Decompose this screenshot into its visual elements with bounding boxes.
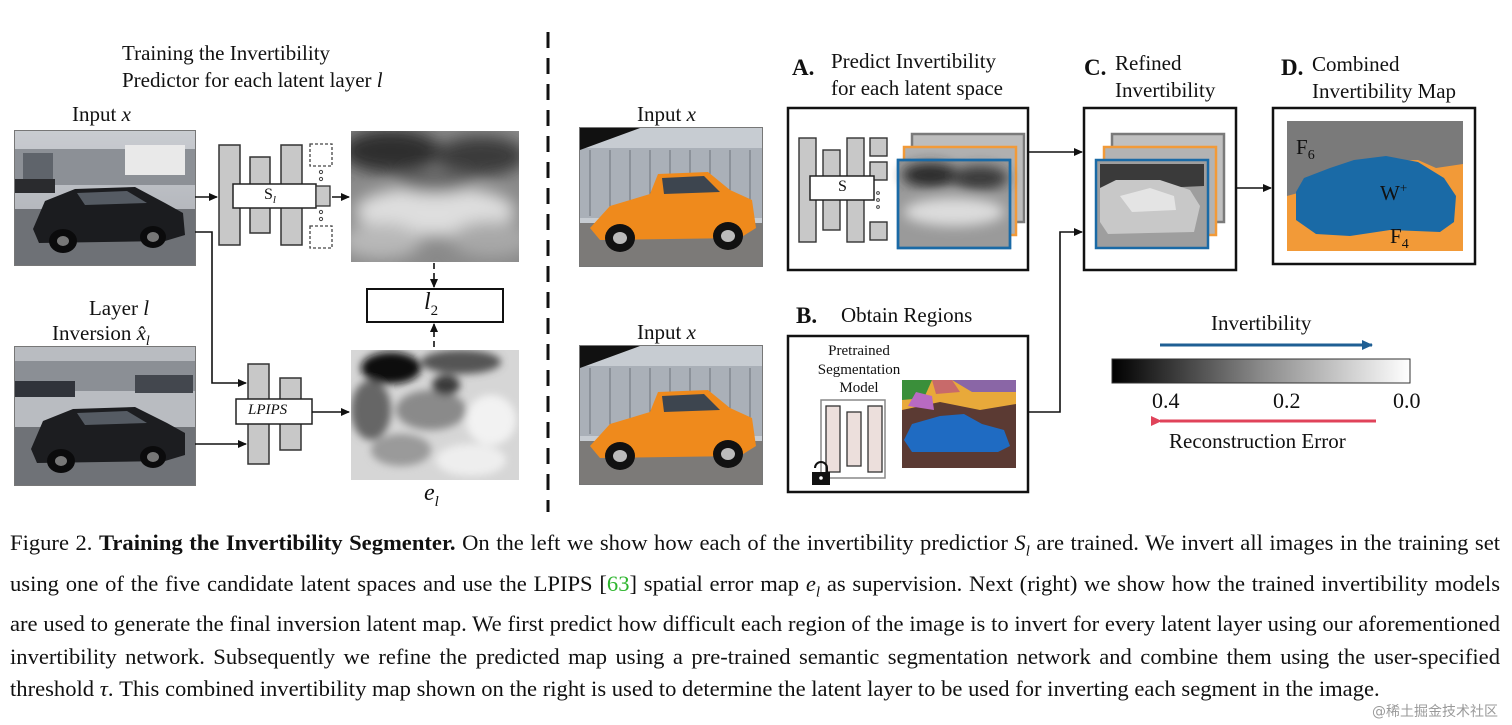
- colorbar-bottom-label: Reconstruction Error: [1169, 429, 1346, 453]
- input-orange-car-photo-top: [579, 127, 763, 267]
- orange-car-top-art: [580, 128, 762, 266]
- watermark: @稀土掘金技术社区: [1372, 704, 1498, 720]
- input-car-photo-left: [14, 130, 196, 266]
- map-label-w: W+: [1380, 180, 1408, 205]
- panel-d-letter: D.: [1281, 55, 1304, 80]
- panel-d-title: Combined Invertibility Map: [1312, 52, 1457, 103]
- panel-b-title: Obtain Regions: [841, 303, 973, 327]
- predictor-s-box: [232, 183, 317, 209]
- predictor-s-label: Sl: [264, 186, 276, 207]
- caption-part1: On the left we show how each of the inve…: [455, 530, 1015, 555]
- map-label-f4: F4: [1390, 224, 1409, 253]
- caption-bold-title: Training the Invertibility Segmenter.: [98, 530, 456, 555]
- error-map-label: el: [424, 480, 439, 510]
- panel-a-s-box: [809, 175, 875, 201]
- orange-car-bottom-art: [580, 346, 762, 484]
- seg-model-label: Pretrained Segmentation Model: [817, 343, 901, 396]
- input-x-label-left: Input x: [72, 102, 131, 126]
- map-label-f6: F6: [1296, 135, 1315, 164]
- caption-var-e: el: [805, 570, 821, 601]
- lpips-error-map: [351, 350, 519, 480]
- predicted-map-art: [351, 131, 519, 262]
- arrow-input-to-lpips: [195, 231, 247, 387]
- caption-part2: are trained. We invert all images in the…: [10, 530, 1501, 596]
- inversion-car-photo: [14, 346, 196, 486]
- caption-prefix: Figure 2.: [10, 530, 99, 555]
- caption-var-tau: τ: [99, 675, 108, 701]
- figure-caption: Figure 2. Training the Invertibility Seg…: [10, 527, 1500, 705]
- predicted-invertibility-map: [351, 131, 519, 262]
- input-x-label-right-bottom: Input x: [637, 320, 696, 344]
- colorbar: [1111, 358, 1411, 384]
- panel-a-map-front: [896, 158, 1012, 250]
- panel-b-letter: B.: [796, 303, 818, 328]
- input-car-photo-left-art: [15, 131, 195, 265]
- colorbar-tick-0: 0.4: [1152, 388, 1180, 413]
- panel-c-title: Refined Invertibility: [1115, 51, 1216, 102]
- layer-label: Layer l: [74, 295, 164, 322]
- right-diagram-svg: [786, 106, 1477, 494]
- panel-c-letter: C.: [1084, 55, 1107, 80]
- caption-var-s: Sl: [1014, 530, 1030, 560]
- inversion-label: Inversion x̂l: [52, 321, 150, 350]
- input-orange-car-photo-bottom: [579, 345, 763, 485]
- lpips-box: [235, 398, 313, 425]
- citation-link[interactable]: 63: [606, 570, 630, 596]
- left-title: Training the Invertibility Predictor for…: [122, 40, 383, 94]
- colorbar-tick-2: 0.0: [1393, 388, 1421, 413]
- colorbar-top-label: Invertibility: [1211, 311, 1312, 335]
- caption-part3: spatial error map: [637, 570, 806, 596]
- lock-icon: [812, 461, 830, 485]
- panel-a-s-label: S: [838, 178, 847, 195]
- left-diagram-svg: [195, 32, 550, 512]
- panel-a-title: Predict Invertibility for each latent sp…: [831, 49, 1003, 100]
- caption-part4: as supervision. Next (right) we show how…: [10, 570, 1500, 701]
- arrow-b-to-c: [1028, 228, 1083, 413]
- caption-part5: . This combined invertibility map shown …: [107, 675, 1380, 701]
- colorbar-tick-1: 0.2: [1273, 388, 1301, 413]
- caption-cite[interactable]: [63]: [599, 570, 638, 596]
- lpips-label: LPIPS: [248, 402, 288, 418]
- error-map-art: [351, 350, 519, 480]
- dashed-box-bottom: [309, 225, 333, 249]
- panel-a-letter: A.: [792, 55, 815, 80]
- l2-loss-label: l2: [424, 289, 439, 319]
- left-title-line1: Training the Invertibility: [122, 41, 331, 65]
- left-title-line2: Predictor for each latent layer l: [122, 68, 383, 92]
- l2-loss-box: [366, 288, 504, 323]
- layer-label-line1: Layer l: [88, 296, 150, 320]
- dashed-box-top: [309, 143, 333, 167]
- predictor-output-layer: [315, 185, 331, 207]
- inversion-car-photo-art: [15, 347, 195, 485]
- input-x-label-right-top: Input x: [637, 102, 696, 126]
